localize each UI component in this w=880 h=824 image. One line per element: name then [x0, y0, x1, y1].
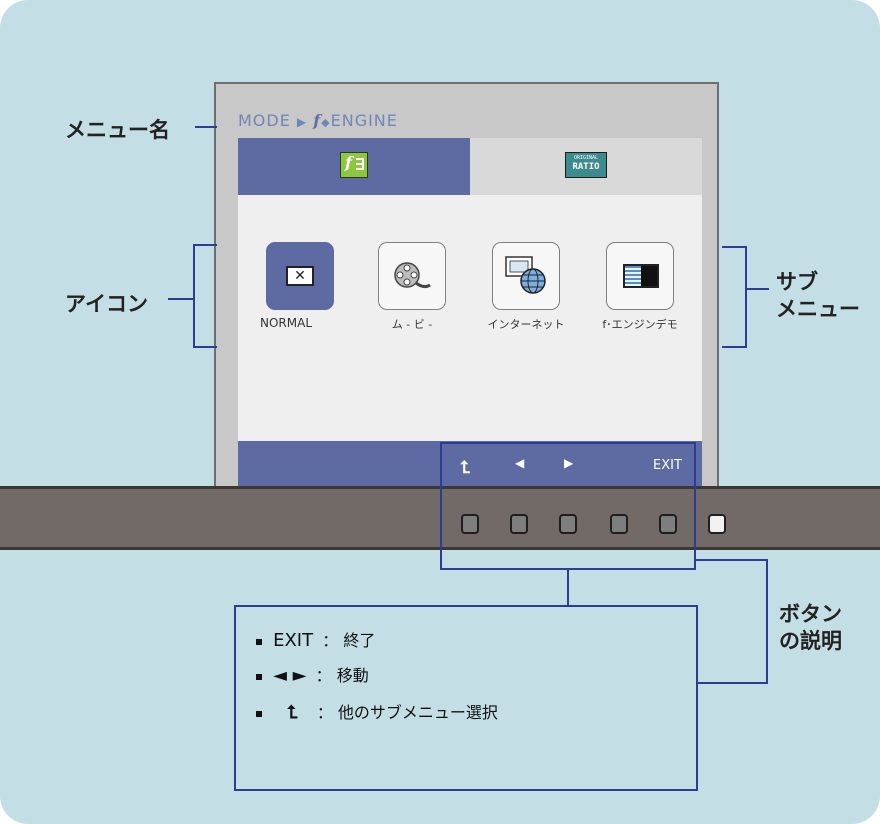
submenu-item-internet[interactable]: [492, 242, 560, 310]
normal-icon: ✕: [286, 266, 314, 286]
bullet: [256, 673, 262, 680]
legend-sep: ：: [315, 666, 332, 685]
legend-desc-move: 移動: [336, 666, 369, 685]
legend-desc-submenu: 他のサブメニュー選択: [337, 703, 498, 722]
triangle-right-icon: ▶: [296, 115, 308, 129]
right-arrow-icon: ▶: [564, 456, 574, 470]
osd-tab-bar: f ORIGINAL RATIO: [238, 138, 702, 195]
legend-key-exit: EXIT: [273, 630, 314, 651]
submenu-label-internet: インターネット: [487, 318, 565, 331]
legend-row-move: ◄ ► ： 移動: [256, 662, 369, 686]
callout-icon: アイコン: [65, 292, 148, 316]
diamond-icon: ◆: [321, 116, 331, 129]
bullet: [256, 710, 262, 717]
original-ratio-icon: ORIGINAL RATIO: [565, 152, 607, 178]
bracket-submenu-top: [722, 246, 746, 248]
bracket-submenu-bottom: [722, 346, 746, 348]
power-button[interactable]: [708, 514, 726, 534]
legend-row-exit: EXIT ： 終了: [256, 627, 375, 651]
bezel-button-2[interactable]: [510, 514, 528, 534]
legend-key-move: ◄ ►: [273, 665, 307, 686]
button-legend: EXIT ： 終了 ◄ ► ： 移動 ⮤ ： 他のサブメニュー選択: [234, 605, 698, 791]
left-arrow-icon: ◀: [515, 456, 525, 470]
leader-line-menu-name: [195, 126, 217, 128]
bullet: [256, 638, 262, 645]
callout-submenu-2: メニュー: [776, 297, 860, 321]
osd-menu-title: MODE ▶ f◆ENGINE: [238, 111, 398, 130]
submenu-item-normal[interactable]: ✕: [266, 242, 334, 310]
osd-mode-label: MODE: [238, 111, 291, 130]
up-arrow-icon: ⮤: [460, 458, 471, 478]
tab-original-ratio[interactable]: ORIGINAL RATIO: [470, 138, 702, 195]
exit-label: EXIT: [653, 458, 682, 473]
submenu-label-movie: ム - ビ -: [391, 318, 433, 331]
button-region-box: [440, 442, 696, 570]
bracket-icon-v: [193, 244, 195, 348]
internet-icon: [505, 256, 546, 294]
legend-sep: ：: [322, 631, 339, 650]
callout-submenu-1: サブ: [776, 270, 818, 294]
legend-sep: ：: [316, 703, 333, 722]
callout-button-desc-1: ボタン: [779, 602, 842, 626]
bezel-button-3[interactable]: [559, 514, 577, 534]
connector-right-v: [766, 559, 768, 684]
osd-engine-label: ENGINE: [330, 111, 398, 130]
bezel-button-1[interactable]: [461, 514, 479, 534]
tab-f-engine[interactable]: f: [238, 138, 470, 195]
submenu-label-normal: NORMAL: [260, 316, 313, 330]
bracket-icon-top: [193, 244, 217, 246]
submenu-item-movie[interactable]: [378, 242, 446, 310]
callout-menu-name: メニュー名: [65, 118, 170, 142]
movie-icon: [394, 262, 431, 289]
leader-line-submenu-h: [745, 288, 769, 290]
callout-button-desc-2: の説明: [779, 629, 842, 653]
connector-down: [567, 570, 569, 605]
submenu-label-f-engine-demo: f･エンジンデモ: [602, 318, 678, 331]
bezel-button-4[interactable]: [610, 514, 628, 534]
legend-row-submenu: ⮤ ： 他のサブメニュー選択: [256, 699, 498, 723]
leader-line-icon-h: [168, 298, 193, 300]
bracket-submenu-v: [745, 246, 747, 348]
osd-f-label: f: [313, 111, 322, 130]
connector-right-h: [696, 559, 768, 561]
bracket-icon-bottom: [193, 346, 217, 348]
legend-desc-exit: 終了: [343, 631, 376, 650]
bezel-button-5[interactable]: [659, 514, 677, 534]
submenu-item-f-engine-demo[interactable]: [606, 242, 674, 310]
connector-right-bottom: [698, 682, 768, 684]
legend-key-up-icon: ⮤: [287, 702, 298, 723]
f-engine-icon: f: [340, 152, 368, 178]
osd-nav-bar: ⮤ ◀ ▶ EXIT: [238, 441, 702, 486]
osd-submenu-area: ✕ NORMAL ム - ビ -: [238, 195, 702, 441]
f-engine-demo-icon: [623, 264, 659, 288]
